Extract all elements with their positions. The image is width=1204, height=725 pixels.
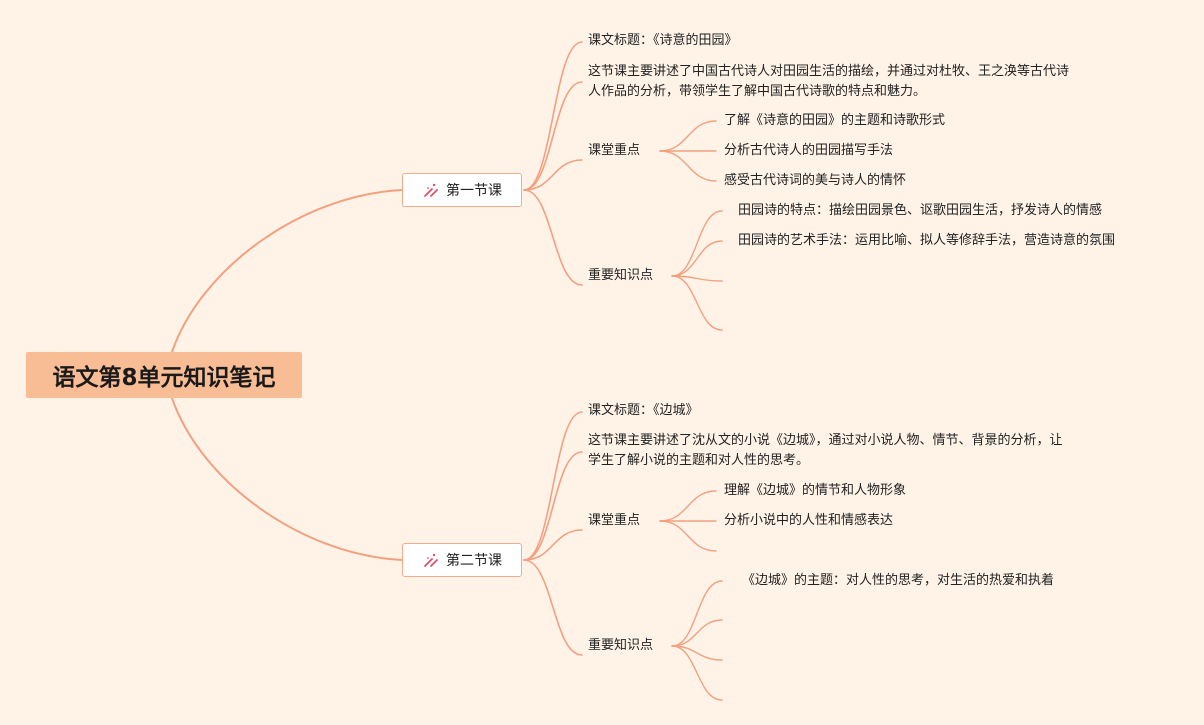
magic-wand-icon	[424, 183, 438, 197]
connector-lesson1-summary	[523, 81, 583, 191]
lesson2-knowledge-item-1: 《边城》的主题：对人性的思考，对生活的热爱和执着	[742, 573, 1055, 588]
lesson2-focus-label: 课堂重点	[588, 513, 641, 528]
connector-root-lesson1	[171, 189, 403, 353]
lesson2-summary: 这节课主要讲述了沈从文的小说《边城》，通过对小说人物、情节、背景的分析，让学生了…	[588, 433, 1063, 468]
connector-l2-focus-2	[659, 520, 717, 552]
lesson1-summary: 这节课主要讲述了中国古代诗人对田园生活的描绘，并通过对杜牧、王之涣等古代诗人作品…	[588, 64, 1070, 99]
connector-l2-knowledge-3	[671, 645, 723, 701]
connector-l1-knowledge-1	[671, 240, 723, 277]
connector-l1-focus-0	[659, 120, 717, 152]
lesson2-focus-item-2: 分析小说中的人性和情感表达	[724, 513, 894, 528]
lesson1-knowledge-label: 重要知识点	[588, 268, 654, 283]
connector-lesson1-title	[523, 41, 583, 191]
lesson-node-2[interactable]: 第二节课	[402, 543, 522, 577]
lesson2-focus-item-1: 理解《边城》的情节和人物形象	[724, 483, 907, 498]
lesson1-knowledge-item-1: 田园诗的特点：描绘田园景色、讴歌田园生活，抒发诗人的情感	[738, 203, 1103, 218]
lesson2-knowledge-label: 重要知识点	[588, 638, 654, 653]
lesson1-knowledge-item-2: 田园诗的艺术手法：运用比喻、拟人等修辞手法，营造诗意的氛围	[738, 233, 1116, 248]
lesson1-focus-item-1: 了解《诗意的田园》的主题和诗歌形式	[724, 113, 946, 128]
connector-l2-focus-0	[659, 490, 717, 522]
lesson-title-2: 第二节课	[446, 553, 502, 569]
connector-l1-focus-2	[659, 150, 717, 182]
connector-l1-knowledge-2	[671, 275, 723, 282]
lesson2-title-line: 课文标题：《边城》	[588, 403, 699, 418]
connector-l1-knowledge-0	[671, 210, 723, 277]
lesson-node-1[interactable]: 第一节课	[402, 173, 522, 207]
lesson1-focus-item-3: 感受古代诗词的美与诗人的情怀	[724, 173, 907, 188]
lesson1-focus-item-2: 分析古代诗人的田园描写手法	[724, 143, 894, 158]
connector-lesson1-focus	[523, 159, 583, 191]
connector-lesson2-focus	[523, 529, 583, 561]
root-node[interactable]: 语文第8单元知识笔记	[26, 352, 302, 398]
lesson1-title-line: 课文标题：《诗意的田园》	[588, 33, 738, 48]
connector-lesson1-knowledge	[523, 189, 583, 286]
connector-lesson2-summary	[523, 451, 583, 561]
connector-lesson2-knowledge	[523, 559, 583, 656]
magic-wand-icon	[424, 553, 438, 567]
connector-l1-knowledge-3	[671, 275, 723, 331]
connector-l2-knowledge-0	[671, 580, 723, 647]
connector-lesson2-title	[523, 411, 583, 561]
lesson-title-1: 第一节课	[446, 183, 502, 199]
lesson1-focus-label: 课堂重点	[588, 143, 641, 158]
root-title: 语文第8单元知识笔记	[52, 365, 276, 391]
connector-root-lesson2	[171, 397, 403, 561]
connector-l2-knowledge-1	[671, 619, 723, 647]
